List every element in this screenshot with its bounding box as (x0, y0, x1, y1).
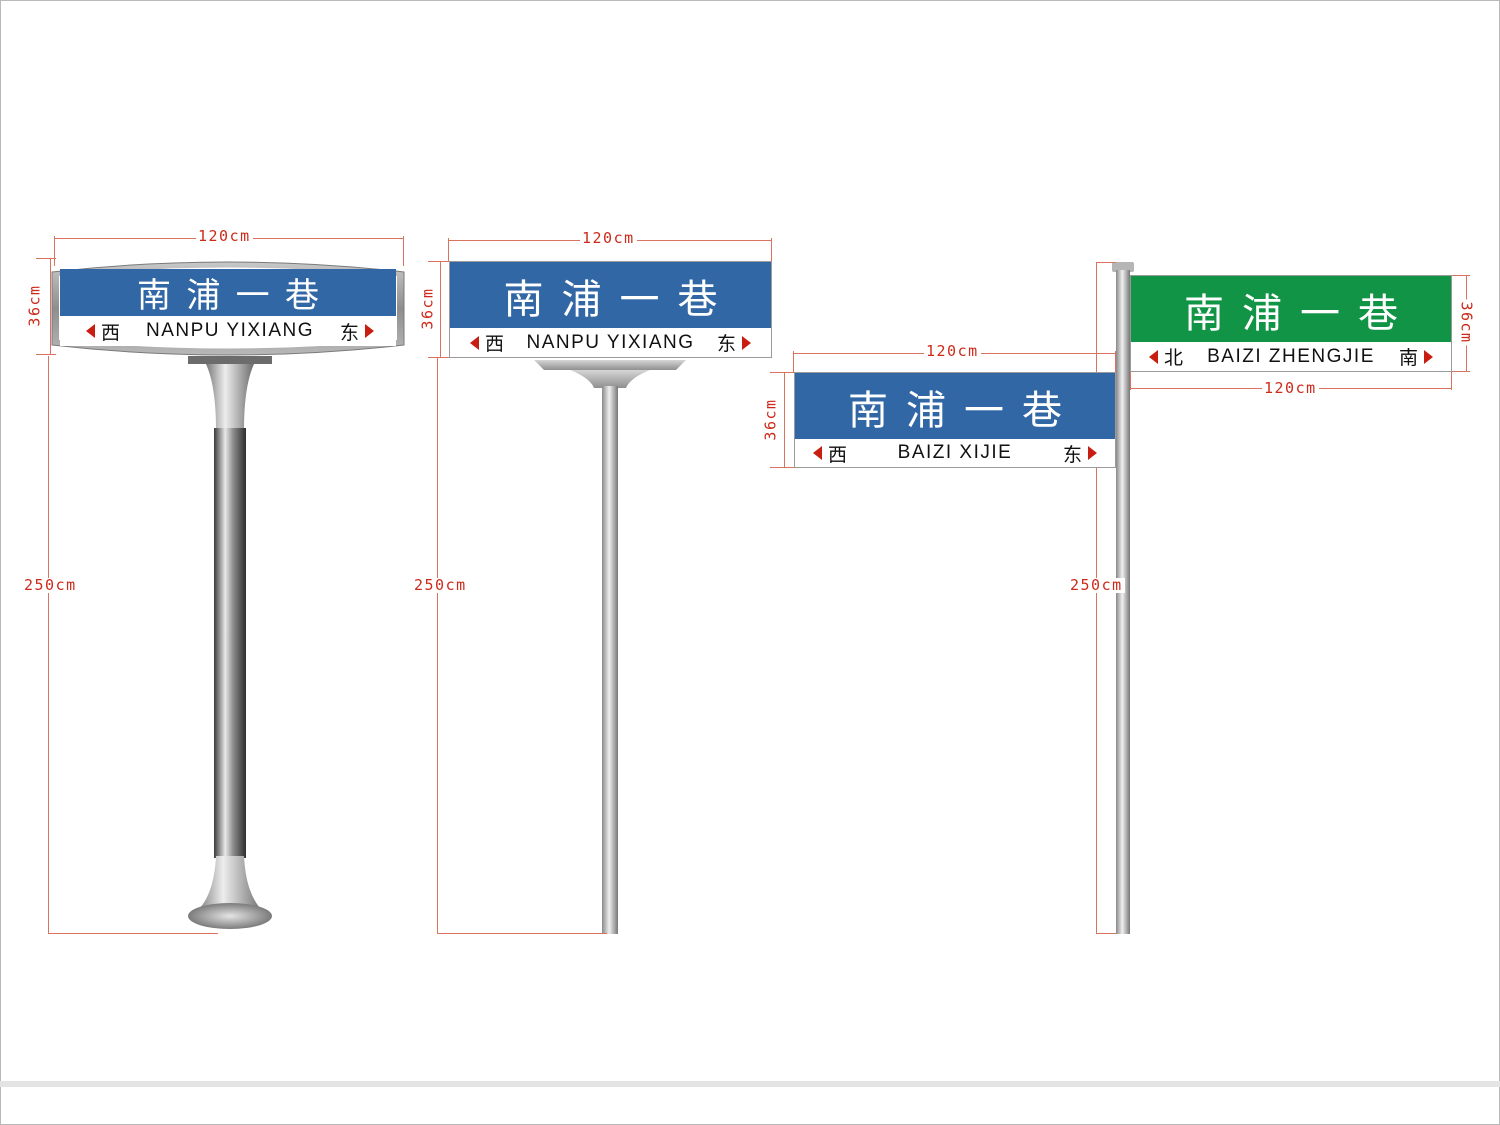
west-direction: 西 (470, 329, 504, 356)
dimension-tick (770, 467, 794, 468)
dimension-tick (1096, 933, 1116, 934)
dimension-tick (48, 933, 218, 934)
pole-dimension-line (48, 356, 49, 934)
east-direction: 东 (340, 318, 374, 345)
sign-4-direction-band: 北 BAIZI ZHENGJIE 南 (1131, 342, 1451, 371)
sign-2-panel: 南浦一巷 西 NANPU YIXIANG 东 (449, 261, 772, 358)
sign-4-title-band: 南浦一巷 (1131, 276, 1451, 343)
left-arrow-icon (813, 446, 822, 460)
street-name-chinese: 南浦一巷 (137, 276, 335, 316)
sign-3-direction-band: 西 BAIZI XIJIE 东 (795, 439, 1115, 467)
pole-height-label: 250cm (22, 576, 79, 594)
dimension-tick (54, 236, 55, 266)
dimension-tick (1451, 372, 1452, 390)
street-name-pinyin: BAIZI XIJIE (897, 442, 1013, 463)
sign-2-pole (534, 360, 686, 934)
street-name-pinyin: BAIZI ZHENGJIE (1207, 345, 1375, 367)
height-dimension-label: 36cm (25, 282, 44, 329)
dimension-tick (36, 354, 56, 355)
sign-1-pole (188, 356, 272, 929)
dimension-tick (770, 372, 794, 373)
dimension-tick (793, 351, 794, 373)
direction-left-label: 北 (1164, 347, 1184, 369)
bottom-divider (0, 1081, 1500, 1087)
east-direction: 东 (1063, 440, 1097, 467)
dimension-tick (428, 261, 450, 262)
south-direction: 南 (1399, 343, 1433, 370)
street-name-pinyin: NANPU YIXIANG (145, 320, 315, 341)
direction-right-label: 南 (1398, 347, 1418, 369)
direction-left-label: 西 (101, 321, 121, 344)
left-arrow-icon (86, 324, 95, 338)
dimension-tick (403, 236, 404, 266)
dimension-tick (448, 238, 449, 262)
height-dimension-label: 36cm (761, 396, 780, 443)
sign-3-panel: 南浦一巷 西 BAIZI XIJIE 东 (794, 372, 1116, 468)
dimension-tick (428, 357, 450, 358)
east-direction: 东 (717, 329, 751, 356)
pole-dimension-line (1096, 262, 1097, 934)
sign-2-title-band: 南浦一巷 (450, 262, 771, 329)
west-direction: 西 (86, 318, 120, 345)
dimension-tick (771, 238, 772, 262)
sign-1-panel: 南浦一巷 西 NANPU YIXIANG 东 (60, 269, 396, 346)
height-dimension-label: 36cm (1457, 299, 1476, 346)
dimension-tick (1452, 275, 1470, 276)
direction-right-label: 东 (716, 333, 736, 355)
sign-3-title-band: 南浦一巷 (795, 373, 1115, 440)
dimension-tick (437, 933, 607, 934)
width-dimension-label: 120cm (580, 229, 637, 247)
height-dimension-line (50, 258, 51, 355)
dimension-tick (1452, 371, 1470, 372)
sign-1-direction-band: 西 NANPU YIXIANG 东 (60, 316, 396, 346)
direction-right-label: 东 (1062, 443, 1082, 466)
north-direction: 北 (1149, 343, 1183, 370)
height-dimension-line (784, 372, 785, 468)
two-arm-pole (1112, 262, 1134, 934)
west-direction: 西 (813, 440, 847, 467)
dimension-tick (1115, 351, 1116, 373)
width-dimension-label: 120cm (196, 227, 253, 245)
pole-dimension-line (437, 358, 438, 934)
dimension-tick (36, 258, 56, 259)
street-name-chinese: 南浦一巷 (503, 276, 736, 323)
dimension-tick (1096, 262, 1116, 263)
right-arrow-icon (1087, 446, 1097, 460)
width-dimension-label: 120cm (924, 342, 981, 360)
street-name-chinese: 南浦一巷 (1184, 290, 1416, 337)
height-dimension-line (440, 261, 441, 358)
direction-right-label: 东 (339, 321, 359, 344)
dimension-tick (1130, 372, 1131, 390)
pole-height-label: 250cm (1068, 576, 1125, 594)
sign-1-title-band: 南浦一巷 (60, 269, 396, 316)
left-arrow-icon (470, 335, 479, 350)
pole-height-label: 250cm (412, 576, 469, 594)
direction-left-label: 西 (485, 333, 505, 355)
sign-2-direction-band: 西 NANPU YIXIANG 东 (450, 328, 771, 357)
sign-4-panel: 南浦一巷 北 BAIZI ZHENGJIE 南 (1130, 275, 1452, 372)
left-arrow-icon (1149, 349, 1158, 364)
height-dimension-label: 36cm (418, 285, 437, 332)
street-name-chinese: 南浦一巷 (848, 387, 1080, 434)
direction-left-label: 西 (828, 443, 848, 466)
right-arrow-icon (1424, 349, 1433, 364)
street-name-pinyin: NANPU YIXIANG (526, 331, 695, 353)
right-arrow-icon (742, 335, 751, 350)
width-dimension-label: 120cm (1262, 379, 1319, 397)
right-arrow-icon (365, 324, 374, 338)
